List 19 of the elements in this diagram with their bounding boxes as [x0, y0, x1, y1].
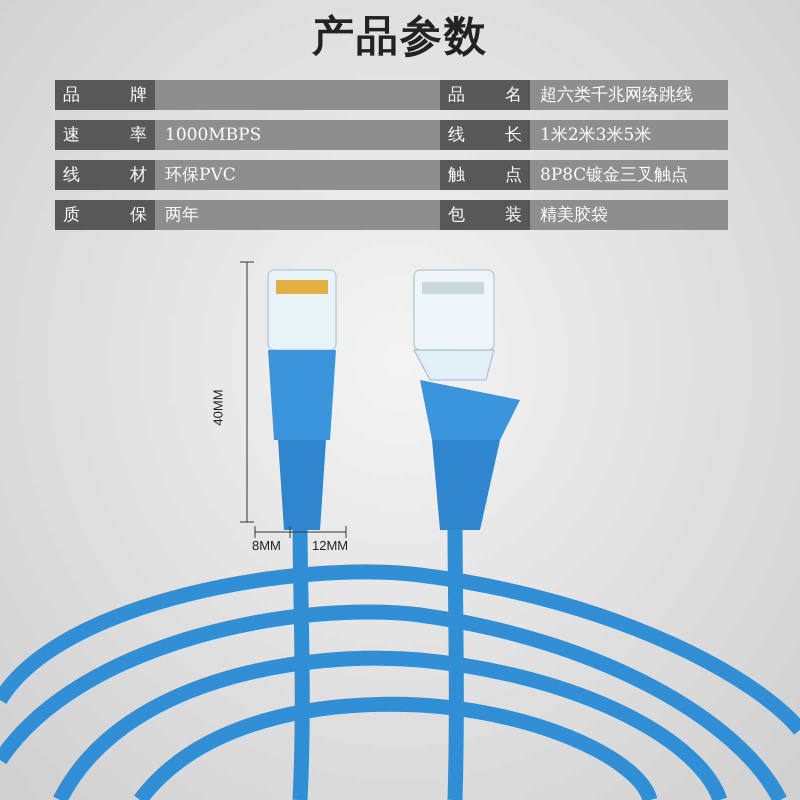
row-label: 品牌	[55, 80, 155, 110]
row-label: 速率	[55, 120, 155, 150]
cell-value: 超六类千兆网络跳线	[530, 80, 728, 110]
row-label: 质保	[55, 200, 155, 230]
row-label: 品名	[440, 80, 530, 110]
title: 产品参数	[310, 10, 489, 62]
row-label: 线材	[55, 160, 155, 190]
cell-value: 环保PVC	[155, 160, 440, 190]
cell-value: 8P8C镀金三叉触点	[530, 160, 728, 190]
row-label: 触点	[440, 160, 530, 190]
dimension-label: 8MM	[252, 538, 281, 553]
row-label: 包装	[440, 200, 530, 230]
cell-value: 精美胶袋	[530, 200, 728, 230]
cell-value: 1米2米3米5米	[530, 120, 728, 150]
cell-value: 两年	[155, 200, 440, 230]
dimension-label: 40MM	[210, 389, 226, 426]
row-label: 线长	[440, 120, 530, 150]
cell-value: 1000MBPS	[155, 120, 440, 150]
dimension-label: 12MM	[312, 538, 348, 553]
